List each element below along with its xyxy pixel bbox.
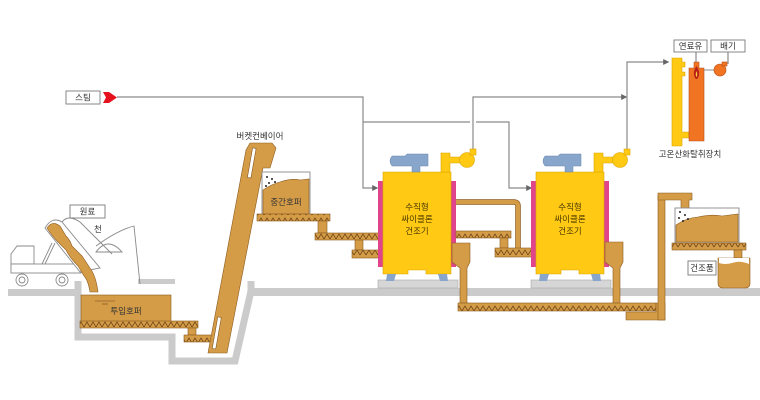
exhaust-label: 배기 (720, 42, 736, 52)
intermediate-connector-1 (317, 220, 328, 234)
dried-product-bin (717, 257, 751, 289)
cover-label: 천 (94, 224, 102, 235)
bucket-conveyor-body (207, 142, 277, 354)
dried-product-label-box (687, 260, 717, 276)
particles (265, 176, 276, 187)
dryer2-pump-impeller (612, 152, 628, 168)
dryer1-pump-impeller (459, 152, 475, 168)
steam-label: 스팀 (75, 93, 91, 104)
ground-right (251, 288, 760, 296)
cover-dome (95, 243, 123, 253)
intermediate-connector-2 (354, 239, 364, 251)
raw-material-flow (46, 223, 99, 293)
transfer-pipe (456, 199, 521, 249)
intermediate-hopper: 중간호퍼 (256, 171, 384, 259)
ground-left (8, 289, 78, 296)
dryer2-label-line1: 수직형 (558, 202, 581, 213)
dryer1-pump-outlet (469, 148, 477, 156)
dryer1-leg-right (438, 274, 448, 281)
fuel-oil-label-box (673, 39, 708, 53)
dryer-2: 수직형 싸이클론 건조기 (531, 148, 631, 304)
raw-material-label: 원료 (80, 208, 96, 218)
truck-chassis (10, 263, 82, 274)
pit-ledge (138, 279, 175, 284)
dryer2-motor (542, 153, 582, 173)
dryer1-pink-left (378, 181, 384, 267)
steam-line-branch-b (476, 121, 533, 191)
product-conveyor (457, 192, 693, 321)
burner-flame-core (695, 71, 698, 77)
transfer-screw-upper (455, 230, 512, 239)
dryer1-pump (440, 152, 461, 173)
truck-lift-arm-2 (44, 242, 56, 265)
dryer1-motor (389, 153, 429, 173)
truck-wheel-front-hub (18, 276, 26, 284)
input-hopper: 투입호퍼 (79, 294, 215, 343)
dryer2-leg-left (539, 274, 549, 281)
input-hopper-screw-lower (183, 334, 215, 343)
deodorizer-label: 고온산화탈취장치 (659, 149, 722, 160)
transfer-pipe-inner (456, 200, 520, 249)
input-screw-connector (187, 327, 197, 336)
ground (8, 279, 760, 365)
final-drop-spout (733, 249, 743, 259)
exhaust-fan-icon (713, 63, 727, 77)
dryer1-label-line1: 수직형 (405, 202, 428, 213)
final-hopper: 건조품 (671, 207, 751, 289)
fuel-oil-label: 연료유 (679, 42, 703, 52)
deodorizer: 연료유 배기 고온산화탈취장치 (659, 39, 746, 160)
dryer-1: 수직형 싸이클론 건조기 (378, 148, 477, 304)
dryer1-base (377, 279, 459, 289)
dryer1-label-line2: 싸이클론 (401, 214, 432, 225)
final-hopper-screw (671, 242, 747, 251)
truck-wheel-rear-hub (58, 276, 66, 284)
dryer2-label-line3: 건조기 (558, 226, 581, 237)
intermediate-screw-1 (256, 213, 331, 222)
oxidizer-yellow-column (671, 57, 690, 147)
dryer2-leg-right (591, 274, 601, 281)
dryer2-label-line2: 싸이클론 (554, 214, 585, 225)
input-hopper-material (80, 294, 172, 326)
dump-truck: 천 원료 (10, 204, 141, 293)
intermediate-hopper-label: 중간호퍼 (270, 197, 301, 208)
input-hopper-label: 투입호퍼 (110, 307, 141, 317)
raw-material-label-box (69, 204, 106, 219)
exhaust-fan-outlet (721, 61, 728, 67)
intermediate-hopper-material (262, 178, 310, 215)
final-particles (678, 211, 689, 222)
dryer1-label-line3: 건조기 (405, 226, 428, 237)
vertical-lift-pipe (657, 195, 666, 321)
truck-lift-arm (41, 242, 53, 265)
dryer2-pump (593, 152, 614, 173)
steam-arrow-icon (103, 92, 117, 103)
steam-line-main (117, 96, 379, 191)
dryer2-pink-left (531, 181, 537, 267)
bucket-conveyor-label: 버켓컨베이어 (237, 131, 284, 142)
bucket-conveyor-slot-bottom (211, 316, 222, 350)
oxidizer-orange-column (688, 61, 705, 142)
bucket-conveyor-slot-top (247, 147, 257, 179)
dryer2-pink-right (603, 181, 609, 267)
dried-product-label: 건조품 (690, 263, 714, 274)
dryer1-pink-right (450, 181, 456, 267)
bucket-conveyor: 버켓컨베이어 (207, 131, 284, 354)
transfer-connector (499, 237, 509, 249)
intermediate-screw-2 (314, 232, 381, 241)
exhaust-line-dryer2 (626, 59, 670, 152)
dryer2-pump-outlet (623, 148, 631, 156)
transfer-screw-lower (494, 247, 537, 258)
bottom-screw-conveyor (457, 302, 657, 312)
flow-lines: 스팀 (65, 59, 670, 191)
dried-product-bin-top (719, 258, 749, 264)
dryer1-leg-left (386, 274, 396, 281)
inter-dryer-transfer (455, 199, 537, 258)
dryer2-base (530, 279, 612, 289)
steam-label-box (65, 90, 101, 105)
exhaust-line-dryer1 (472, 94, 628, 152)
input-hopper-screw (79, 320, 199, 329)
